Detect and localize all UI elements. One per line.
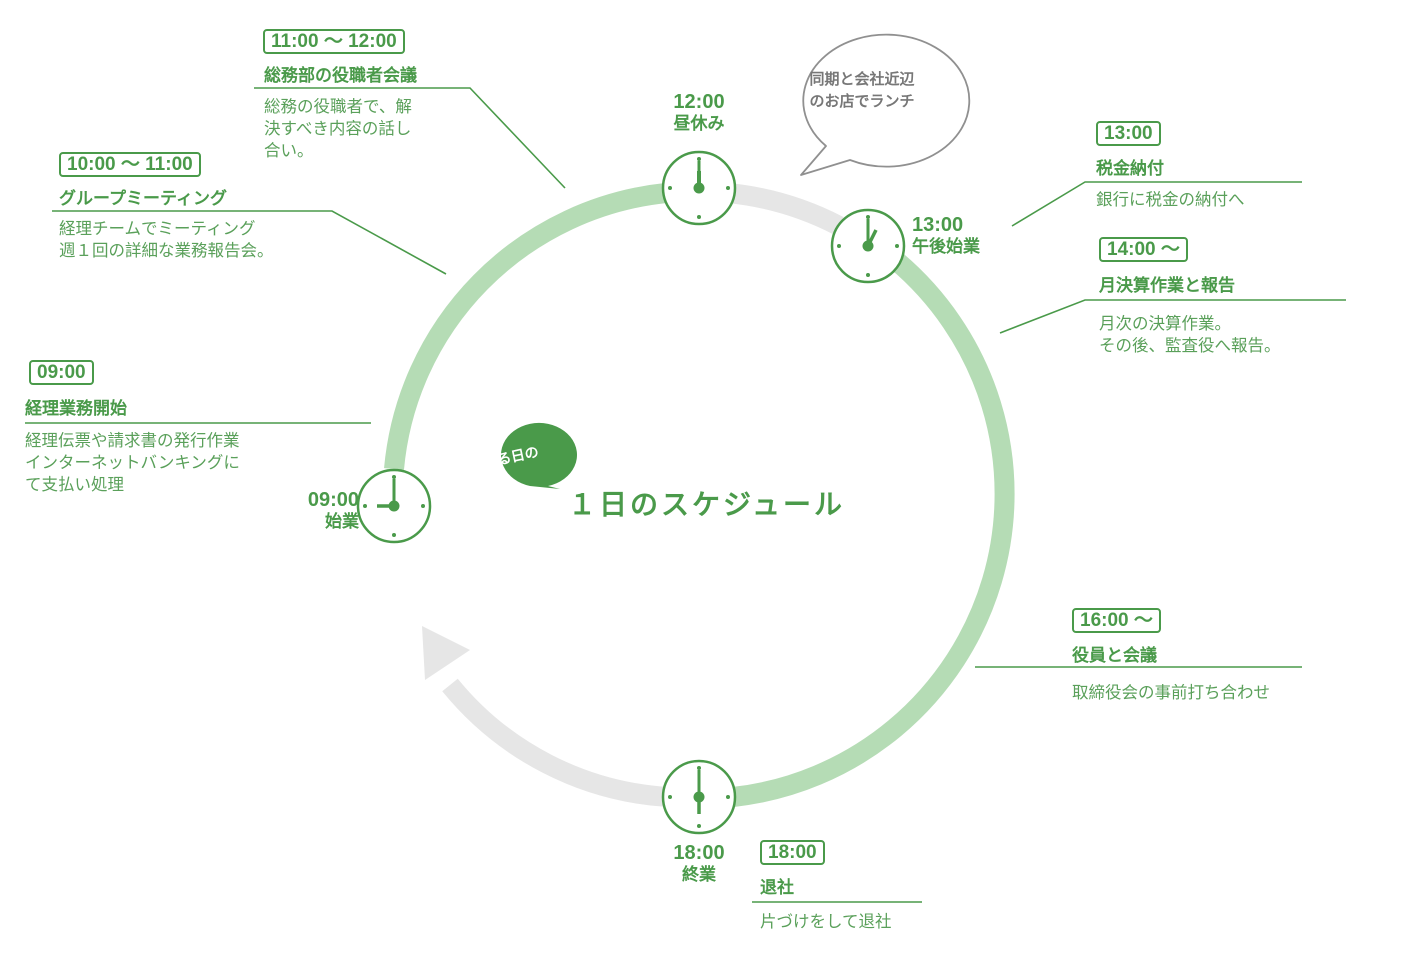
clock-icon-1200 (661, 150, 737, 226)
time-badge-1400: 14:00 〜 (1099, 237, 1188, 262)
time-badge-1100: 11:00 〜 12:00 (263, 29, 405, 54)
event-desc-1000: 経理チームでミーティング 週１回の詳細な業務報告会。 (59, 219, 274, 260)
green-arc-afternoon (731, 250, 1015, 807)
lunch-bubble-text: 同期と会社近辺 のお店でランチ (797, 68, 927, 112)
clock-name: 始業 (325, 512, 359, 532)
clock-time: 12:00 (673, 91, 725, 113)
time-badge-1600: 16:00 〜 (1072, 608, 1161, 633)
clock-name: 午後始業 (912, 237, 980, 257)
clock-label-1800: 18:00 終業 (649, 842, 749, 886)
event-title-0900: 経理業務開始 (25, 399, 127, 419)
event-title-1300: 税金納付 (1096, 159, 1164, 179)
time-badge-1800: 18:00 (760, 840, 825, 865)
clock-icon-1800 (661, 759, 737, 835)
clock-label-0900: 09:00 始業 (279, 489, 359, 533)
event-title-1400: 月決算作業と報告 (1099, 276, 1235, 296)
clock-icon-0900 (356, 468, 432, 544)
event-desc-0900: 経理伝票や請求書の発行作業 インターネットバンキングに て支払い処理 (25, 431, 240, 494)
event-title-1100: 総務部の役職者会議 (264, 66, 417, 86)
clock-label-1300: 13:00 午後始業 (912, 214, 980, 258)
clock-time: 18:00 (673, 842, 725, 864)
clock-name: 終業 (682, 865, 716, 885)
title-tag-shape (501, 422, 578, 489)
grey-arc-return (442, 678, 669, 807)
bubble-line-2: のお店でランチ (809, 92, 915, 110)
time-badge-1300: 13:00 (1096, 121, 1161, 146)
leader-line-1300 (1011, 181, 1302, 227)
event-title-1800: 退社 (760, 878, 794, 898)
leader-line-1400 (999, 299, 1346, 334)
leader-line-1000 (52, 210, 447, 275)
clock-name: 昼休み (673, 114, 725, 134)
clock-icon-1300 (830, 208, 906, 284)
event-desc-1100: 総務の役職者で、解 決すべき内容の話し 合い。 (264, 97, 412, 160)
clock-time: 13:00 (912, 214, 964, 236)
event-desc-1300: 銀行に税金の納付へ (1096, 190, 1245, 209)
event-title-1000: グループミーティング (59, 189, 227, 209)
grey-arc-lunch (726, 183, 844, 235)
bubble-line-1: 同期と会社近辺 (809, 70, 915, 88)
leader-lines (25, 87, 1346, 903)
event-desc-1400: 月次の決算作業。 その後、監査役へ報告。 (1099, 314, 1281, 355)
leader-line-1100 (254, 87, 566, 189)
event-desc-1600: 取締役会の事前打ち合わせ (1072, 683, 1270, 702)
event-title-1600: 役員と会議 (1072, 646, 1157, 666)
clock-label-1200: 12:00 昼休み (649, 91, 749, 135)
time-badge-0900: 09:00 (29, 360, 94, 385)
return-arrow-head (422, 626, 470, 680)
page-title: １日のスケジュール (568, 488, 846, 521)
clock-time: 09:00 (307, 489, 359, 511)
lunch-speech-bubble (800, 33, 971, 176)
event-desc-1800: 片づけをして退社 (760, 912, 892, 931)
green-arc-morning (384, 183, 668, 470)
time-badge-1000: 10:00 〜 11:00 (59, 152, 201, 177)
